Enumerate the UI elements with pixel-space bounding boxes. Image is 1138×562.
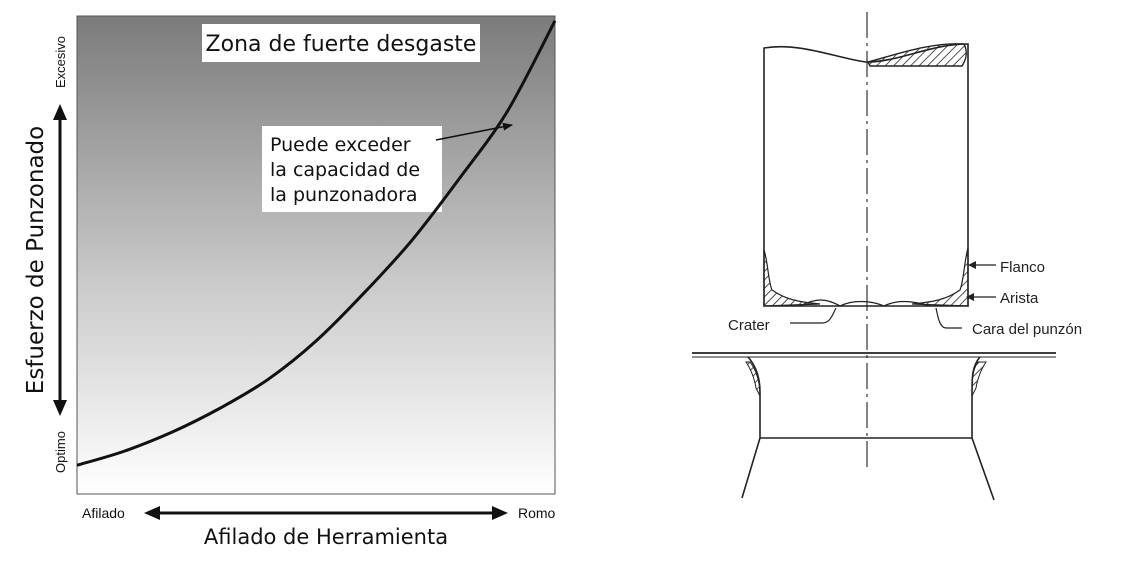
label-crater: Crater [728, 317, 770, 334]
annotation-line-3: la punzonadora [270, 184, 418, 206]
leader-cara [935, 307, 962, 329]
punch-face-crater [799, 299, 931, 307]
flank-wear-right [911, 247, 969, 307]
zone-label: Zona de fuerte desgaste [206, 32, 477, 57]
punch-body-outline [763, 43, 969, 307]
die-wear-right [971, 361, 987, 397]
flank-wear-left [763, 249, 821, 307]
x-axis-arrowhead-right [492, 506, 508, 520]
label-flanco: Flanco [1000, 259, 1045, 276]
x-tick-start: Afilado [82, 505, 125, 521]
y-axis-arrowhead-up [53, 104, 67, 120]
zone-label-box [202, 24, 480, 62]
effort-curve [76, 20, 557, 467]
x-axis-arrowhead-left [144, 506, 160, 520]
leader-crater [790, 307, 837, 324]
annotation-pointer [435, 122, 513, 141]
annotation-line-2: la capacidad de [270, 159, 420, 181]
x-tick-end: Romo [518, 505, 556, 521]
plot-area [76, 15, 556, 495]
annotation-line-1: Puede exceder [270, 134, 411, 156]
leader-arista-arrow [966, 293, 974, 301]
y-axis-arrowhead-down [53, 400, 67, 416]
y-tick-start: Optimo [53, 431, 68, 473]
leader-flank-arrow [968, 261, 976, 269]
punch-diagram [692, 12, 1056, 501]
y-tick-end: Excesivo [53, 36, 68, 88]
x-axis-label: Afilado de Herramienta [204, 525, 448, 549]
punch-section-hatch [866, 43, 967, 67]
y-axis-label: Esfuerzo de Punzonado [23, 126, 49, 394]
chart-panel: Zona de fuerte desgaste Puede exceder la… [23, 15, 557, 549]
label-cara: Cara del punzón [972, 321, 1082, 338]
die-wear-left [745, 361, 761, 397]
annotation-box [262, 126, 442, 212]
label-arista: Arista [1000, 290, 1039, 307]
